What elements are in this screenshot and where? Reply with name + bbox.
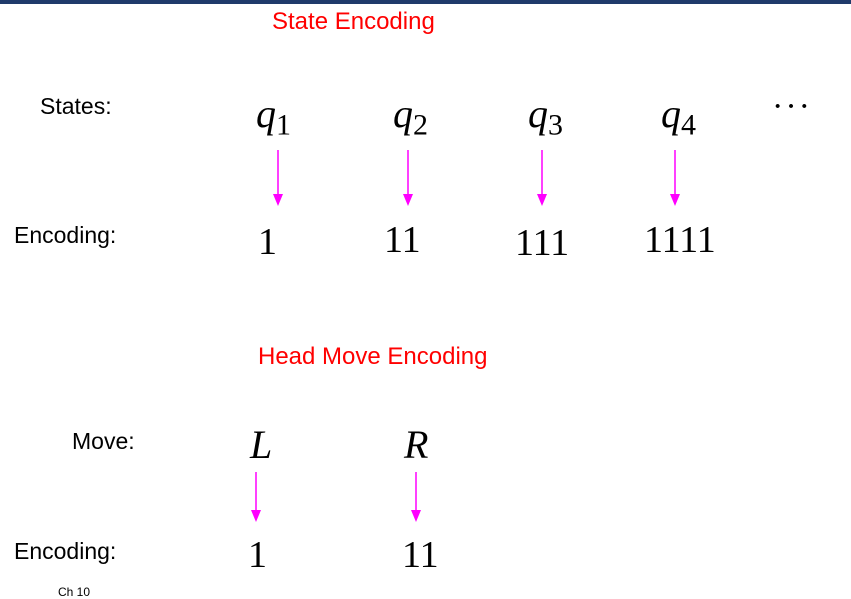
arrow-down-icon: [400, 150, 416, 206]
state-q4: q4: [661, 91, 696, 142]
encoding-q1: 1: [258, 221, 277, 263]
encoding-q4: 1111: [644, 219, 716, 261]
states-label: States:: [40, 93, 112, 119]
state-encoding-title: State Encoding: [272, 8, 435, 35]
arrow-down-icon: [248, 472, 264, 528]
encoding-R: 11: [402, 534, 439, 576]
state-q2: q2: [393, 91, 428, 142]
encoding-q2: 11: [384, 219, 421, 261]
move-L: L: [250, 422, 273, 467]
state-q3: q3: [528, 91, 563, 142]
encoding-q3: 111: [515, 222, 570, 264]
state-q1: q1: [256, 91, 291, 142]
encoding-L: 1: [248, 534, 267, 576]
top-bar: [0, 0, 851, 4]
move-R: R: [404, 422, 429, 467]
arrow-down-icon: [534, 150, 550, 206]
arrow-down-icon: [667, 150, 683, 206]
state-encoding-label: Encoding:: [14, 222, 117, 248]
arrow-down-icon: [408, 472, 424, 528]
footer-chapter: Ch 10: [58, 585, 91, 599]
move-label: Move:: [72, 428, 135, 454]
ellipsis: ···: [772, 88, 812, 125]
arrow-down-icon: [270, 150, 286, 206]
head-move-encoding-title: Head Move Encoding: [258, 343, 488, 370]
move-encoding-label: Encoding:: [14, 538, 117, 564]
